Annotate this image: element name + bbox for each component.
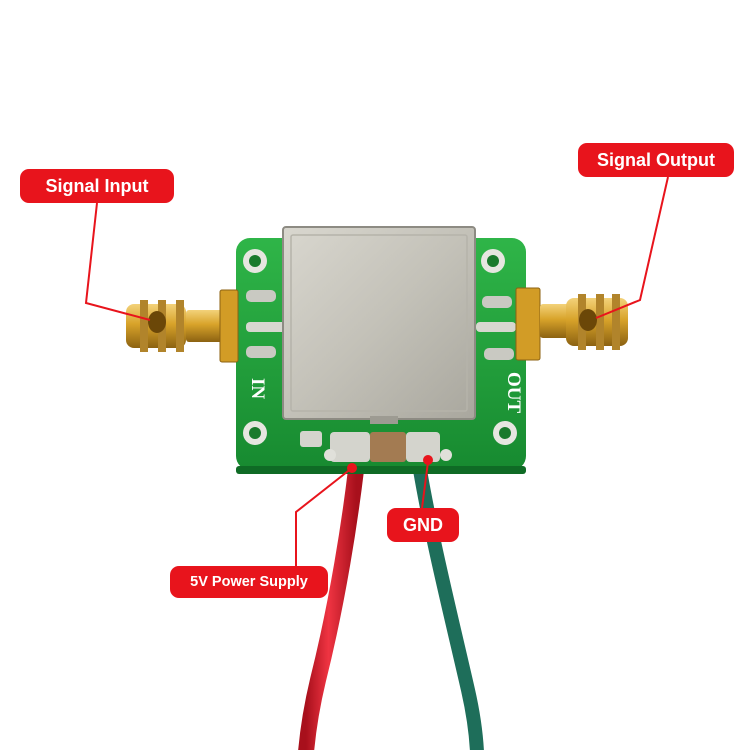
signal-output-leader <box>595 176 669 319</box>
mounting-hole <box>481 249 505 273</box>
gnd-callout: GND <box>387 508 459 542</box>
signal-input-callout: Signal Input <box>20 169 174 203</box>
power-supply-callout: 5V Power Supply <box>170 566 328 598</box>
power-supply-leader <box>295 467 353 566</box>
out-silkscreen-label: OUT <box>503 372 524 414</box>
power-wire <box>298 462 364 750</box>
mounting-hole <box>243 249 267 273</box>
input-sma-connector <box>126 289 239 363</box>
signal-output-callout: Signal Output <box>578 143 734 177</box>
mounting-hole <box>243 421 267 445</box>
in-silkscreen-label: IN <box>247 378 268 399</box>
output-sma-connector <box>515 287 628 361</box>
rf-shield-can <box>282 226 476 424</box>
mounting-hole <box>493 421 517 445</box>
gnd-leader <box>421 461 429 509</box>
signal-input-leader <box>84 202 151 321</box>
leader-lines <box>84 176 669 566</box>
